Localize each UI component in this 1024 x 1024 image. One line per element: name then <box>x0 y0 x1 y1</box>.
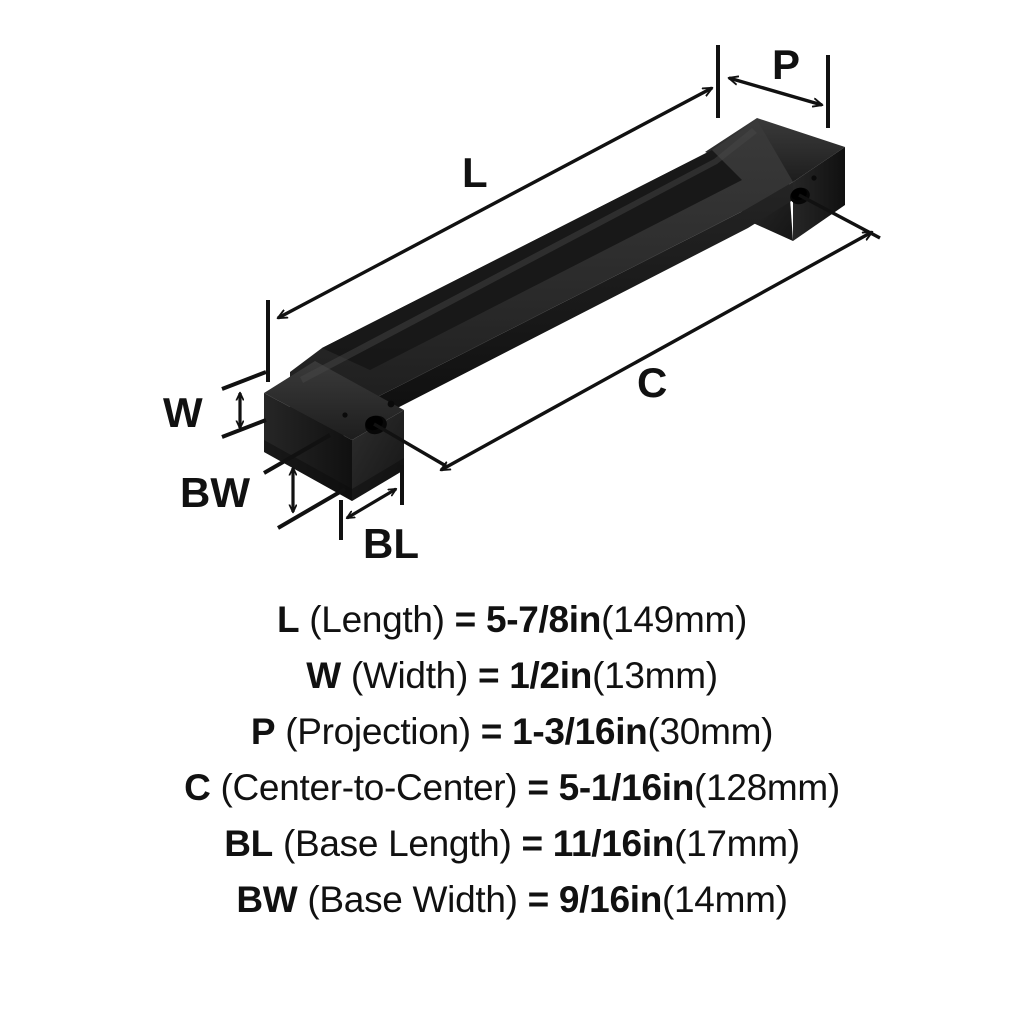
spec-row-projection: P (Projection) = 1-3/16in(30mm) <box>0 704 1024 760</box>
spec-value-mm: (128mm) <box>694 767 840 808</box>
spec-value-mm: (30mm) <box>647 711 774 752</box>
dimension-base-length <box>339 465 404 540</box>
extension-line-w-top <box>221 370 267 391</box>
specification-list: L (Length) = 5-7/8in(149mm) W (Width) = … <box>0 592 1024 928</box>
dimension-label-l: L <box>462 149 488 196</box>
spec-row-base-width: BW (Base Width) = 9/16in(14mm) <box>0 872 1024 928</box>
leader-line-c-left <box>373 422 447 468</box>
handle-body <box>264 118 845 501</box>
spec-equals: = <box>527 767 549 808</box>
spec-name: (Width) <box>350 655 468 696</box>
spec-row-width: W (Width) = 1/2in(13mm) <box>0 648 1024 704</box>
spec-equals: = <box>527 879 550 920</box>
spec-value-inches: 5-7/8in <box>485 599 602 640</box>
spec-code: L <box>276 599 300 640</box>
dimension-label-bw: BW <box>180 469 250 516</box>
spec-value-inches: 11/16in <box>552 823 675 864</box>
spec-value-inches: 9/16in <box>558 879 662 920</box>
spec-row-base-length: BL (Base Length) = 11/16in(17mm) <box>0 816 1024 872</box>
dimension-arrow-p <box>729 78 822 105</box>
dimension-arrow-l <box>278 86 712 320</box>
dimension-projection <box>729 55 830 128</box>
spec-name: (Projection) <box>285 711 471 752</box>
spec-equals: = <box>521 823 543 864</box>
spec-value-mm: (149mm) <box>601 599 748 640</box>
spec-value-inches: 5-1/16in <box>558 767 695 808</box>
dimension-center-to-center <box>373 193 881 472</box>
spec-code: W <box>306 655 341 696</box>
spec-row-center-to-center: C (Center-to-Center) = 5-1/16in(128mm) <box>0 760 1024 816</box>
spec-value-inches: 1/2in <box>509 655 593 696</box>
dimension-label-p: P <box>772 41 801 88</box>
dimension-label-w: W <box>163 389 203 436</box>
extension-line-bw-top <box>263 433 331 475</box>
dimension-length <box>266 45 720 382</box>
spec-code: P <box>250 711 276 752</box>
dimension-arrow-c <box>441 230 872 472</box>
dimension-label-bl: BL <box>363 520 419 567</box>
spec-code: C <box>184 767 211 808</box>
handle-technical-drawing <box>221 45 881 540</box>
spec-value-inches: 1-3/16in <box>512 711 648 752</box>
spec-value-mm: (13mm) <box>592 655 718 696</box>
dimension-arrow-bl <box>347 487 396 520</box>
leader-line-c-right <box>798 193 881 240</box>
dimension-base-width <box>263 433 347 530</box>
dimension-label-c: C <box>637 359 668 406</box>
spec-value-mm: (14mm) <box>662 879 788 920</box>
spec-code: BW <box>236 879 298 920</box>
spec-row-length: L (Length) = 5-7/8in(149mm) <box>0 592 1024 648</box>
extension-line-bw-bottom <box>276 487 347 530</box>
spec-equals: = <box>454 599 477 640</box>
spec-equals: = <box>480 711 503 752</box>
spec-value-mm: (17mm) <box>674 823 800 864</box>
spec-equals: = <box>477 655 500 696</box>
dimension-width <box>221 370 267 439</box>
spec-name: (Base Width) <box>307 879 518 920</box>
extension-line-w-bottom <box>221 418 267 439</box>
spec-name: (Base Length) <box>282 823 512 864</box>
spec-code: BL <box>224 823 273 864</box>
spec-name: (Length) <box>309 599 445 640</box>
bar-highlight <box>300 128 757 383</box>
spec-name: (Center-to-Center) <box>220 767 518 808</box>
